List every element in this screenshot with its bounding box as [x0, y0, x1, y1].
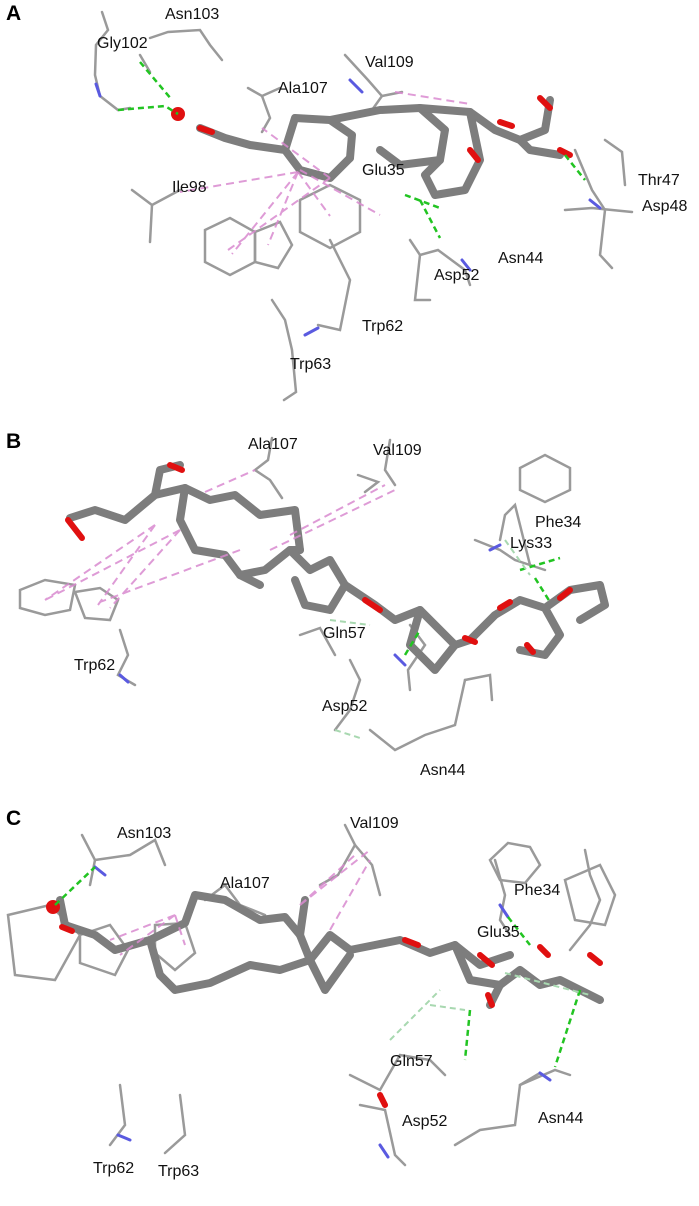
residue-label: Trp63 — [290, 356, 332, 373]
residue-sticks — [80, 823, 602, 1167]
carbon-hbond-lines — [389, 972, 591, 1041]
residue-label: Asn44 — [538, 1110, 584, 1127]
ligand-sticks — [66, 461, 609, 674]
nitrogen-atoms — [93, 865, 552, 1159]
carbon-hbond-lines — [329, 539, 531, 739]
panel-c: C Asn103 Val109 Ala107 Phe34 Glu35 Gln57… — [0, 805, 699, 1206]
hydrophobic-lines — [44, 469, 396, 609]
residue-label: Gly102 — [97, 35, 148, 52]
residue-label: Ala107 — [220, 875, 270, 892]
residue-label: Asp52 — [322, 698, 368, 715]
panel-letter: C — [6, 807, 22, 830]
residue-sticks — [116, 436, 547, 752]
hbond-lines — [54, 866, 582, 1068]
residue-label: Asn44 — [420, 762, 466, 779]
panel-a: A Asn103 Gly102 Val109 Ala107 Thr47 Asp4… — [0, 0, 699, 410]
hbond-lines — [117, 61, 586, 239]
residue-label: Asp52 — [402, 1113, 448, 1130]
panel-letter: B — [6, 430, 22, 453]
residue-label: Ala107 — [248, 436, 298, 453]
residue-label: Thr47 — [638, 172, 680, 189]
hydrophobic-lines — [109, 849, 371, 956]
panel-b-structure — [18, 436, 609, 752]
nitrogen-atoms — [118, 543, 502, 684]
residue-label: Phe34 — [535, 514, 582, 531]
ligand-sticks — [56, 891, 604, 1009]
ligand-sticks — [196, 96, 564, 199]
nitrogen-atoms — [94, 78, 602, 337]
oxygen-atoms — [46, 900, 603, 1108]
trp-rings — [203, 183, 362, 277]
residue-label: Trp62 — [74, 657, 116, 674]
residue-label: Asn44 — [498, 250, 544, 267]
residue-label: Glu35 — [477, 924, 520, 941]
residue-label: Ala107 — [278, 80, 328, 97]
panel-c-structure — [6, 823, 617, 1167]
panel-letter: A — [6, 2, 22, 25]
residue-label: Gln57 — [390, 1053, 433, 1070]
hydrophobic-lines — [179, 91, 471, 255]
residue-label: Val109 — [350, 815, 399, 832]
residue-label: Phe34 — [514, 882, 561, 899]
hbond-lines — [403, 556, 561, 656]
residue-label: Val109 — [373, 442, 422, 459]
oxygen-atoms — [171, 95, 573, 163]
oxygen-atoms — [65, 462, 573, 655]
residue-sticks — [93, 10, 634, 402]
residue-label: Asp52 — [434, 267, 480, 284]
residue-label: Trp62 — [93, 1160, 135, 1177]
residue-label: Glu35 — [362, 162, 405, 179]
panel-a-structure — [93, 10, 634, 402]
panel-b: B Ala107 Val109 Phe34 Lys33 Gln57 Trp62 … — [0, 430, 699, 800]
residue-label: Gln57 — [323, 625, 366, 642]
residue-label: Ile98 — [172, 179, 207, 196]
residue-label: Asp48 — [642, 198, 688, 215]
ring-structures — [18, 453, 572, 622]
residue-label: Asn103 — [117, 825, 172, 842]
residue-label: Trp62 — [362, 318, 404, 335]
residue-label: Trp63 — [158, 1163, 200, 1180]
residue-label: Lys33 — [510, 535, 553, 552]
residue-label: Val109 — [365, 54, 414, 71]
residue-label: Asn103 — [165, 6, 220, 23]
